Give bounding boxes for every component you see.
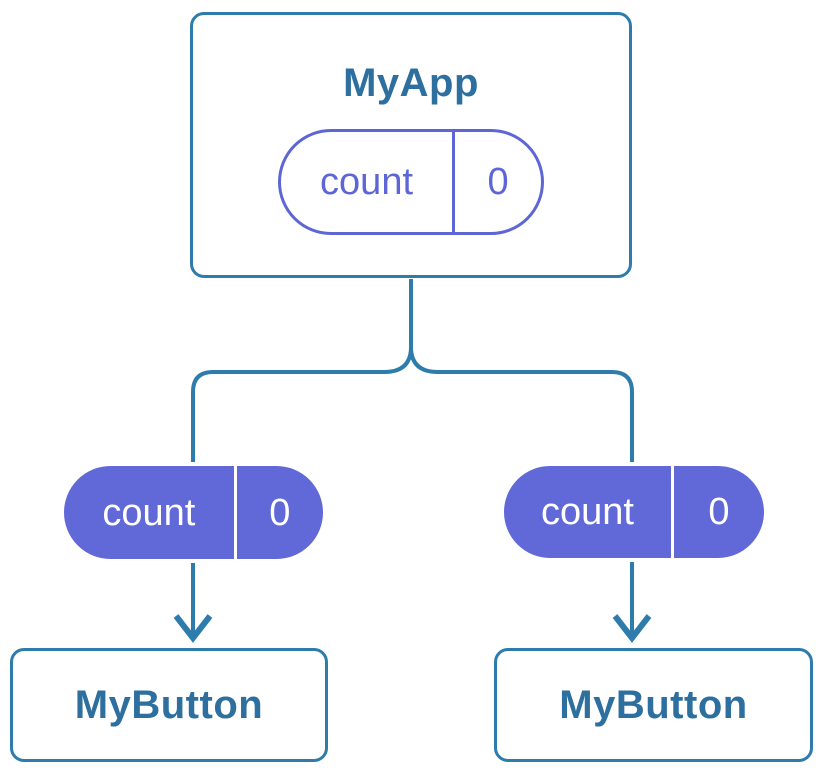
prop-pill-left: count 0 <box>60 462 327 563</box>
prop-value-cell-left: 0 <box>269 491 291 534</box>
branch-left-line <box>191 346 413 633</box>
prop-name-cell-left: count <box>64 466 237 559</box>
myapp-component-box: MyApp count 0 <box>190 12 632 278</box>
branch-right-line <box>409 346 634 633</box>
mybutton-title-right: MyButton <box>559 683 748 727</box>
down-arrowhead-right-icon <box>612 614 652 643</box>
prop-name-cell-right: count <box>504 466 674 558</box>
prop-value-cell-right: 0 <box>708 491 730 533</box>
mybutton-title-left: MyButton <box>74 683 264 727</box>
state-name-cell: count <box>281 132 456 232</box>
mybutton-component-box-right: MyButton <box>494 648 813 762</box>
mybutton-component-box-left: MyButton <box>10 648 328 762</box>
down-arrowhead-left-icon <box>173 614 213 643</box>
myapp-title: MyApp <box>343 61 479 105</box>
state-value-cell: 0 <box>487 161 509 203</box>
prop-pill-right: count 0 <box>500 462 768 562</box>
parent-state-pill: count 0 <box>278 129 544 235</box>
